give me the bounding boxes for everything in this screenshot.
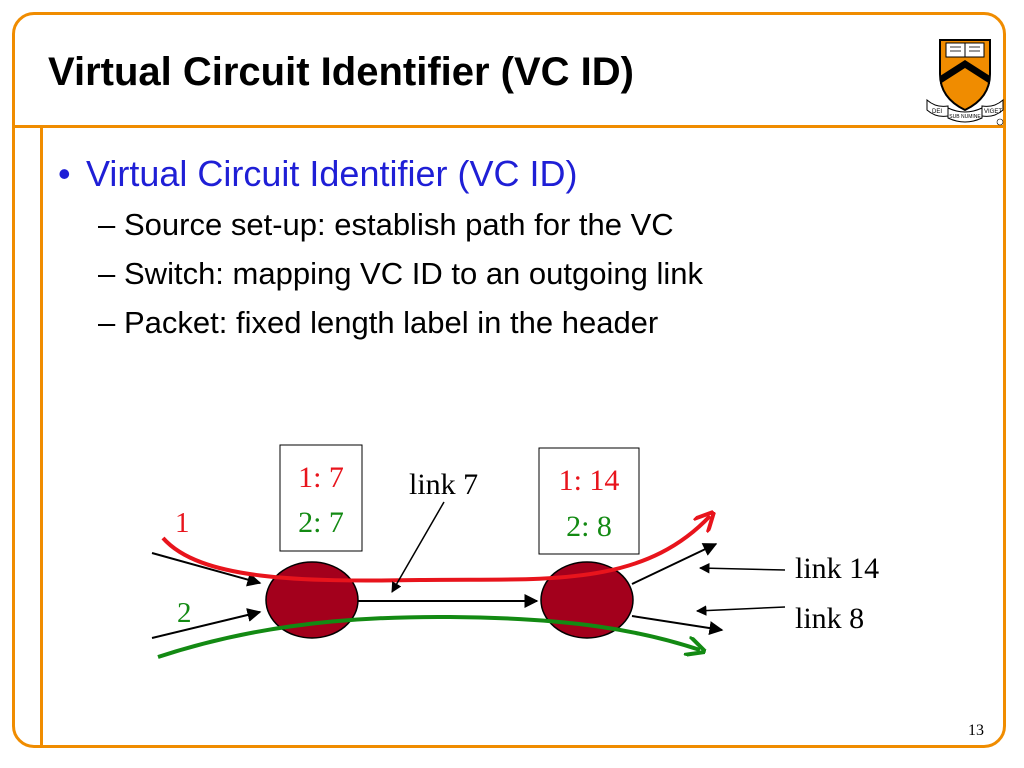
sub-dash: – [98,305,116,340]
sub-bullet-text: Switch: mapping VC ID to an outgoing lin… [124,256,703,291]
page-number: 13 [968,722,984,739]
vc-2-path [157,614,700,659]
link-7-pointer [391,501,445,593]
sub-bullet-switch: –Switch: mapping VC ID to an outgoing li… [58,249,703,298]
vc-1-path [161,516,710,583]
link-8-line [631,615,724,635]
switch-left-table [279,444,363,552]
bullet-dot: • [58,153,71,194]
vc-1-label: 1 [175,507,190,539]
switch-right [540,561,634,639]
left-margin-rule [40,125,43,748]
link-14-label: link 14 [795,552,879,585]
link-8-label: link 8 [795,602,864,635]
switch-left-row-1: 1: 7 [298,461,344,494]
bullet-main: • Virtual Circuit Identifier (VC ID) [58,148,703,200]
switch-left-row-2: 2: 7 [298,506,344,539]
link-7-label: link 7 [409,468,478,501]
sub-bullet-text: Packet: fixed length label in the header [124,305,659,340]
sub-bullet-source: –Source set-up: establish path for the V… [58,200,703,249]
switch-right-row-2: 2: 8 [566,510,612,543]
sub-bullet-packet: –Packet: fixed length label in the heade… [58,298,703,347]
university-shield-logo: DEI SUB NUMINE VIGET [926,39,1004,126]
bullet-main-text: Virtual Circuit Identifier (VC ID) [86,153,578,194]
motto-center: SUB NUMINE [949,114,981,120]
switch-right-row-1: 1: 14 [559,464,620,497]
switch-right-table [538,447,640,555]
incoming-link-bottom [151,608,262,639]
link-14-line [631,543,718,585]
sub-dash: – [98,207,116,242]
motto-left: DEI [932,109,942,115]
bullet-list: •Virtual Circuit Identifier (VC ID) –Sou… [58,148,703,347]
motto-right: VIGET [984,109,1002,115]
vc-2-label: 2 [177,597,192,629]
link-8-pointer [695,605,786,616]
sub-bullet-text: Source set-up: establish path for the VC [124,207,674,242]
slide-frame [12,12,1006,748]
incoming-link-top [151,552,262,587]
slide-title: Virtual Circuit Identifier (VC ID) [48,50,634,94]
title-divider [12,125,1006,128]
sub-dash: – [98,256,116,291]
link-14-pointer [698,562,786,574]
